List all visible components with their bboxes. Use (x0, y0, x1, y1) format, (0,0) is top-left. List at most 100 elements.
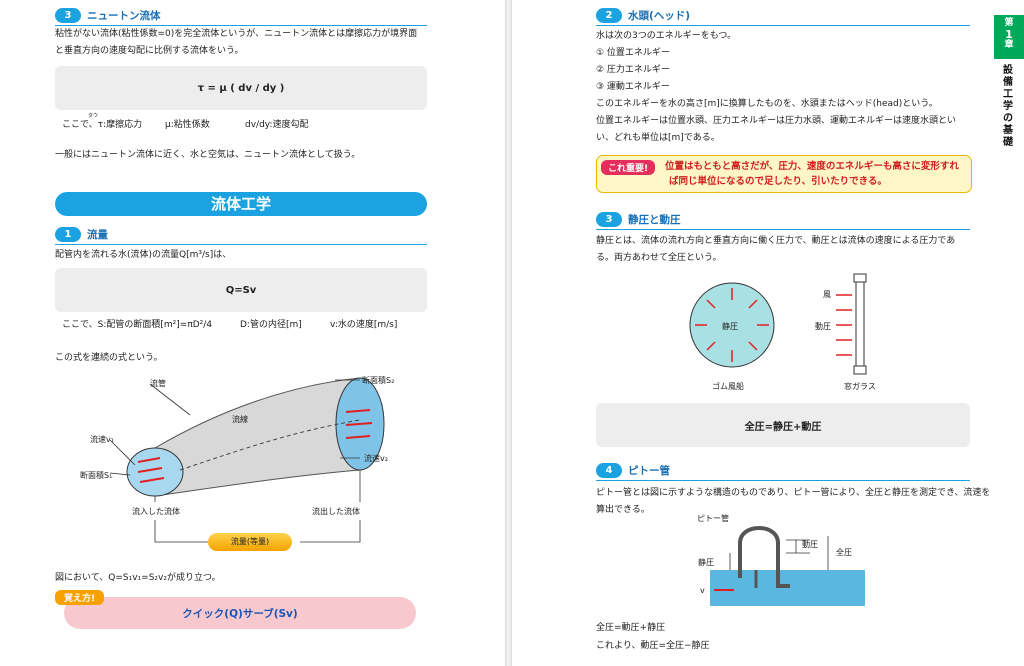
paragraph-line: このエネルギーを水の高さ[m]に換算したものを、水頭またはヘッド(head)とい… (596, 99, 938, 109)
label-velocity-v2: 流速v₂ (364, 454, 388, 463)
flow-rate-badge: 流量(等量) (208, 533, 292, 551)
important-callout: これ重要! 位置はもともと高さだが、圧力、速度のエネルギーも高さに変形すれ ば同… (596, 155, 972, 193)
list-item: ② 圧力エネルギー (596, 65, 670, 75)
label-outflow: 流出した流体 (312, 507, 360, 516)
chapter-tab-char: 第 (1004, 18, 1014, 28)
heading-underline (55, 25, 427, 26)
heading-underline (596, 229, 970, 230)
paragraph-line: ピトー管とは図に示すような構造のものであり、ピトー管により、全圧と静圧を測定でき… (596, 488, 991, 498)
chapter-title-vertical: 設 備 工 学 の 基 礎 (1001, 65, 1015, 149)
velocity-arrows (137, 409, 373, 483)
streamline (179, 419, 361, 471)
definition-mu: μ:粘性係数 (165, 120, 210, 130)
heading-number: 2 (596, 8, 622, 23)
label-window-glass: 窓ガラス (844, 382, 876, 391)
list-item: ① 位置エネルギー (596, 48, 670, 58)
static-dynamic-figure (689, 273, 867, 375)
important-tag: これ重要! (601, 160, 656, 175)
paragraph-line: 位置エネルギーは位置水頭、圧力エネルギーは圧力水頭、運動エネルギーは速度水頭とい (596, 116, 957, 126)
equation-line: 全圧=動圧+静圧 (596, 623, 666, 633)
formula-q: Q=Sv (225, 284, 257, 296)
label-wind: 風 (823, 290, 831, 299)
label-balloon: ゴム風船 (712, 382, 744, 391)
formula-box-q: Q=Sv (55, 268, 427, 312)
important-line: 位置はもともと高さだが、圧力、速度のエネルギーも高さに変形すれ (665, 161, 959, 172)
label-dynamic-pressure: 動圧 (815, 322, 831, 331)
paragraph-line: 図において、Q=S₁v₁=S₂v₂が成り立つ。 (55, 573, 221, 583)
heading-number: 1 (55, 227, 81, 242)
heading-underline (55, 244, 427, 245)
pitot-tube-figure (710, 526, 865, 606)
paragraph-line: る。両方あわせて全圧という。 (596, 253, 722, 263)
paragraph-line: 静圧とは、流体の流れ方向と垂直方向に働く圧力で、動圧とは流体の速度による圧力であ (596, 236, 956, 246)
label-stream-tube: 流管 (150, 379, 166, 388)
heading-flow-rate: 1 流量 (55, 226, 427, 245)
mnemonic-tag: 覚え方! (55, 590, 105, 605)
heading-number: 4 (596, 463, 622, 478)
window-glass (855, 277, 865, 371)
label-pitot-tube: ピトー管 (697, 514, 729, 523)
static-pressure-arrows (695, 288, 769, 362)
heading-title: 流量 (87, 229, 108, 241)
formula-box-tau: τ = μ ( dv / dy ) (55, 66, 427, 110)
mnemonic-text: クイック(Q)サーブ(Sv) (182, 607, 298, 620)
formula-tau: τ = μ ( dv / dy ) (197, 82, 285, 94)
label-static-pressure: 静圧 (722, 322, 738, 331)
label-velocity: v (700, 586, 705, 595)
mnemonic-box: クイック(Q)サーブ(Sv) (64, 597, 416, 629)
heading-number: 3 (596, 212, 622, 227)
section-title: 流体工学 (55, 192, 427, 216)
heading-newtonian-fluid: 3 ニュートン流体 (55, 7, 427, 26)
wind-arrows (836, 294, 852, 356)
paragraph-line: と垂直方向の速度勾配に比例する流体をいう。 (55, 46, 244, 56)
list-item: ③ 運動エネルギー (596, 82, 670, 92)
stream-tube (154, 377, 361, 497)
inlet-section (126, 447, 184, 497)
paragraph-line: 水は次の3つのエネルギーをもつ。 (596, 31, 737, 41)
heading-static-dynamic-pressure: 3 静圧と動圧 (596, 211, 970, 230)
chapter-title-char: 礎 (1003, 137, 1013, 148)
heading-underline (596, 480, 970, 481)
formula-box-total-pressure: 全圧=静圧+動圧 (596, 403, 970, 447)
paragraph-line: 粘性がない流体(粘性係数=0)を完全流体というが、ニュートン流体とは摩擦応力が境… (55, 29, 418, 39)
paragraph-line: 算出できる。 (596, 505, 650, 515)
important-line: ば同じ単位になるので足したり、引いたりできる。 (669, 176, 887, 187)
heading-title: ピトー管 (628, 465, 670, 477)
label-total-pressure: 全圧 (836, 548, 852, 557)
label-dynamic-pressure: 動圧 (802, 540, 818, 549)
chapter-title-char: 設 (1003, 65, 1013, 76)
label-area-s1: 断面積S₁ (80, 471, 113, 480)
formula-total-pressure: 全圧=静圧+動圧 (744, 421, 822, 433)
chapter-tab-char: 章 (1004, 40, 1014, 50)
definition-velocity: v:水の速度[m/s] (330, 320, 398, 330)
heading-title: ニュートン流体 (87, 10, 161, 22)
definition-diameter: D:管の内径[m] (240, 320, 302, 330)
heading-title: 静圧と動圧 (628, 214, 681, 226)
book-gutter (505, 0, 512, 666)
chapter-tab: 第 1 章 (994, 15, 1024, 59)
label-velocity-v1: 流速v₁ (90, 435, 114, 444)
chapter-title-char: 工 (1003, 89, 1013, 100)
heading-water-head: 2 水頭(ヘッド) (596, 7, 970, 26)
ruby-text: タウ (88, 113, 99, 119)
paragraph-line: 配管内を流れる水(流体)の流量Q[m³/s]は、 (55, 250, 232, 260)
chapter-title-char: 学 (1003, 101, 1013, 112)
paragraph-line: い、どれも単位は[m]である。 (596, 133, 720, 143)
label-static-pressure: 静圧 (698, 558, 714, 567)
paragraph-line: 一般にはニュートン流体に近く、水と空気は、ニュートン流体として扱う。 (55, 150, 361, 160)
definition-area: ここで、S:配管の断面積[m²]=πD²/4 (62, 320, 213, 330)
equation-line: これより、動圧=全圧−静圧 (596, 641, 710, 651)
heading-title: 水頭(ヘッド) (628, 10, 691, 22)
definition-tau: ここで、τ:摩擦応力 (62, 120, 143, 130)
label-inflow: 流入した流体 (132, 507, 180, 516)
pitot-tube-shape (738, 526, 790, 588)
paragraph-line: この式を連続の式という。 (55, 353, 163, 363)
chapter-title-char: 備 (1003, 77, 1013, 88)
definition-gradient: dv/dy:速度勾配 (245, 120, 309, 130)
label-area-s2: 断面積S₂ (362, 376, 395, 385)
heading-number: 3 (55, 8, 81, 23)
label-streamline: 流線 (232, 415, 248, 424)
left-page: 3 ニュートン流体 粘性がない流体(粘性係数=0)を完全流体というが、ニュートン… (0, 0, 505, 666)
chapter-title-char: の (1003, 113, 1013, 124)
heading-pitot-tube: 4 ピトー管 (596, 462, 970, 481)
